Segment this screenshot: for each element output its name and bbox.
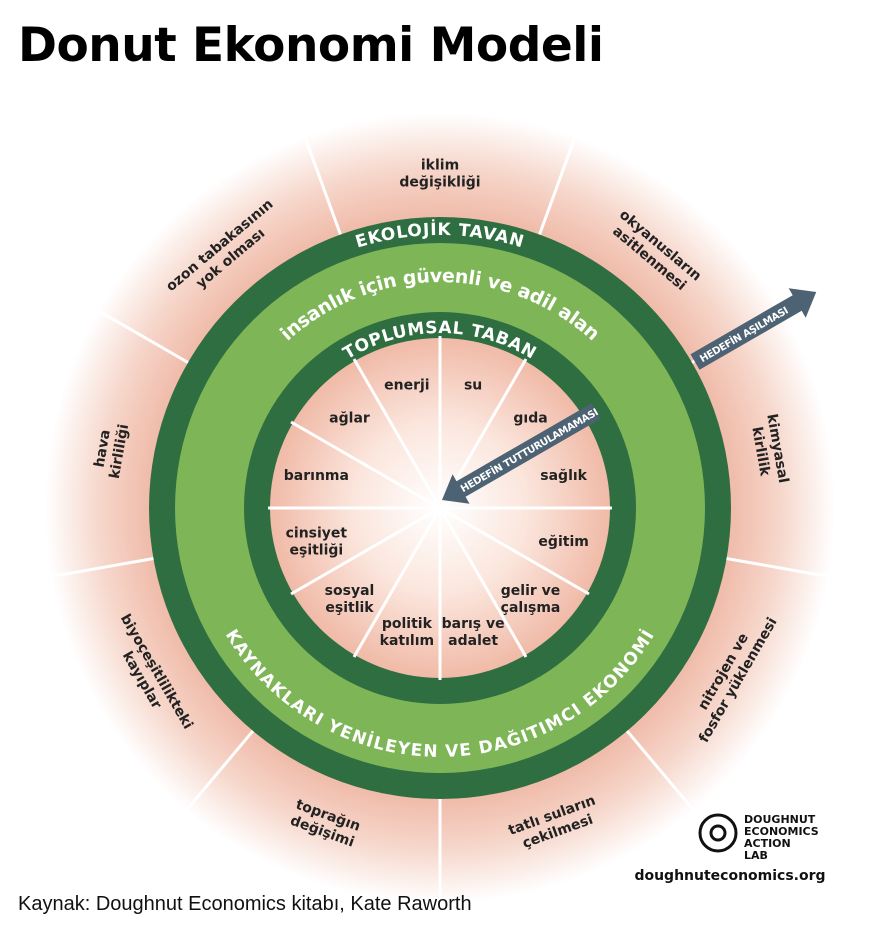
page-title: Donut Ekonomi Modeli <box>18 18 604 73</box>
social-foundation-item: ağlar <box>329 410 370 426</box>
deal-logo[interactable]: DOUGHNUT ECONOMICS ACTION LAB doughnutec… <box>634 813 825 884</box>
doughnut-logo-icon <box>698 813 738 853</box>
label-line: iklim <box>421 158 459 174</box>
source-caption: Kaynak: Doughnut Economics kitabı, Kate … <box>18 893 472 915</box>
sector-divider <box>290 420 441 510</box>
social-foundation-item: enerji <box>384 377 429 393</box>
label-line: değişikliği <box>399 175 480 191</box>
sector-divider <box>97 309 199 370</box>
label-line: cinsiyet <box>286 526 348 542</box>
logo-line: ECONOMICS <box>744 825 819 838</box>
label-line: barınma <box>284 468 349 484</box>
social-foundation-item: barınma <box>284 468 349 484</box>
label-line: sosyal <box>325 583 375 599</box>
sector-divider <box>290 506 441 596</box>
label-line: eşitliği <box>289 543 343 559</box>
label-line: enerji <box>384 377 429 393</box>
label-line: adalet <box>448 633 498 649</box>
label-line: barış ve <box>442 616 505 632</box>
label-line: sağlık <box>540 468 587 484</box>
sector-divider <box>618 721 696 812</box>
social-foundation-item: gıda <box>513 410 547 426</box>
logo-url[interactable]: doughnuteconomics.org <box>634 868 825 884</box>
label-line: katılım <box>380 633 434 649</box>
sector-divider <box>50 555 165 579</box>
label-line: ağlar <box>329 410 370 426</box>
sector-divider <box>303 136 346 246</box>
social-foundation-item: sağlık <box>540 468 587 484</box>
sector-divider <box>352 507 442 658</box>
label-line: gelir ve <box>501 583 561 599</box>
label-line: eşitlik <box>325 600 374 616</box>
logo-line: LAB <box>744 849 768 862</box>
label-line: çalışma <box>501 600 561 616</box>
sector-divider <box>352 358 442 509</box>
logo-line: DOUGHNUT <box>744 813 816 826</box>
label-line: eğitim <box>538 534 588 550</box>
sector-divider <box>438 507 528 658</box>
logo-line: ACTION <box>744 837 791 850</box>
sector-divider <box>184 721 262 812</box>
sector-divider <box>715 555 830 579</box>
sector-divider <box>534 136 577 246</box>
label-line: politik <box>382 616 433 632</box>
label-line: gıda <box>513 410 547 426</box>
sector-divider <box>439 506 590 596</box>
label-line: su <box>464 377 482 393</box>
social-foundation-item: eğitim <box>538 534 588 550</box>
social-foundation-item: su <box>464 377 482 393</box>
label-line: hava <box>92 428 114 468</box>
